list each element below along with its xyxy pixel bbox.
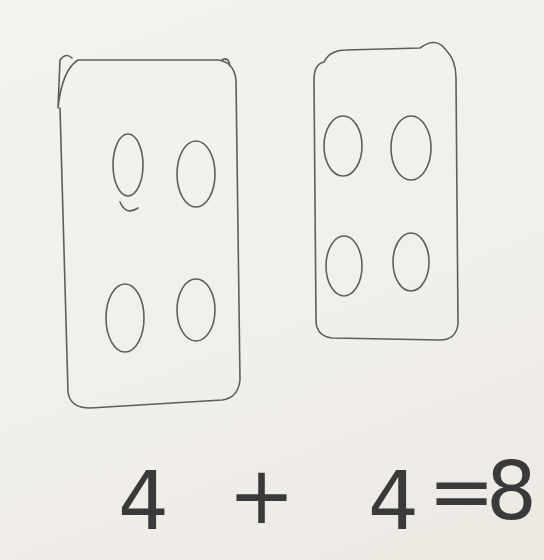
plus-sign: + [228, 456, 295, 536]
number: 4 [368, 462, 419, 542]
counter-circle [324, 116, 362, 176]
tray-outline [58, 55, 240, 408]
equals-sign: = [428, 452, 495, 532]
counter-mark [120, 202, 138, 211]
tray-outline [314, 42, 458, 340]
counter-circle [113, 134, 143, 196]
number: 4 [118, 462, 169, 542]
tray-outline-mark [222, 59, 230, 66]
counter-circle [391, 116, 431, 180]
number: 8 [486, 452, 537, 532]
counter-circle [326, 236, 362, 296]
counter-circle [177, 141, 215, 207]
counter-circle [177, 279, 215, 341]
counter-circle [393, 233, 429, 291]
counter-circle [106, 284, 144, 352]
